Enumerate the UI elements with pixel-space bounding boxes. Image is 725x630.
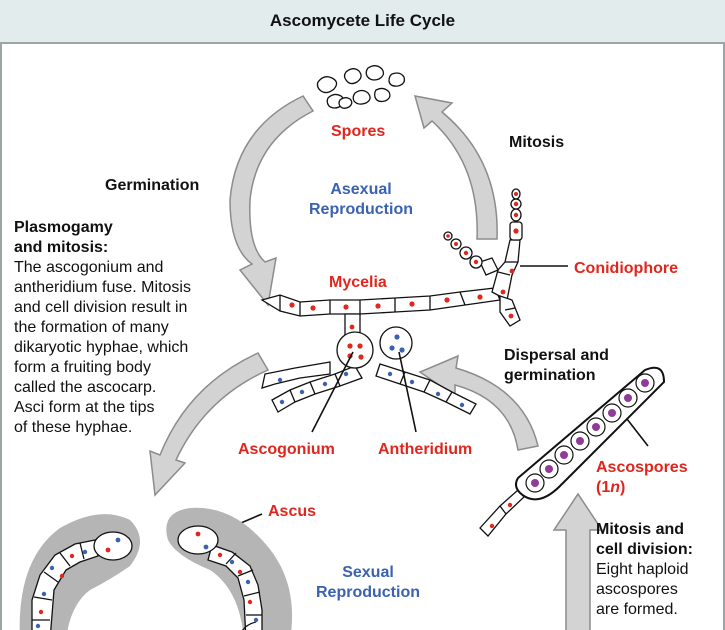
spores-label: Spores: [331, 123, 386, 140]
sexual-reproduction-label: Sexual Reproduction: [298, 563, 438, 603]
dispersal-label-line1: Dispersal and: [504, 347, 609, 364]
conidiophore-label: Conidiophore: [574, 260, 678, 277]
mitosis-division-heading-line1: Mitosis and: [596, 521, 685, 538]
plasmogamy-heading-line1: Plasmogamy: [14, 219, 113, 236]
asexual-reproduction-label: Asexual Reproduction: [296, 180, 426, 220]
germination-label: Germination: [105, 177, 200, 194]
ascogonium-label: Ascogonium: [238, 441, 335, 458]
sexual-label-line1: Sexual: [342, 564, 394, 581]
sexual-label-line2: Reproduction: [316, 584, 420, 601]
plasmogamy-line: dikaryotic hyphae, which: [14, 339, 189, 356]
mitosis-arrow: [413, 95, 498, 240]
antheridium-label: Antheridium: [378, 441, 473, 458]
dispersal-arrow: [418, 354, 539, 451]
diagram-title: Ascomycete Life Cycle: [269, 11, 456, 30]
ascus-label: Ascus: [268, 503, 317, 520]
mitosis-label: Mitosis: [509, 134, 565, 151]
ascospores-label: Ascospores (1n): [596, 458, 688, 498]
plasmogamy-line: and cell division result in: [14, 299, 188, 316]
plasmogamy-arrow: [149, 352, 270, 497]
mitosis-division-line: ascospores: [596, 581, 678, 598]
ascospores-label-line2: (1n): [596, 478, 688, 498]
mitosis-division-text-block: Mitosis and cell division: Eight haploid…: [596, 520, 693, 620]
spores-icon: [316, 65, 406, 109]
ascospores-ploidy-open: (1: [596, 479, 611, 496]
plasmogamy-line: of these hyphae.: [14, 419, 133, 436]
plasmogamy-line: the formation of many: [14, 319, 169, 336]
ascocarp: [19, 507, 293, 630]
plasmogamy-line: The ascogonium and: [14, 259, 164, 276]
asexual-label-line2: Reproduction: [309, 201, 413, 218]
header-bar: Ascomycete Life Cycle: [0, 0, 725, 44]
ascospores-ploidy-close: ): [620, 479, 626, 496]
mitosis-division-line: Eight haploid: [596, 561, 689, 578]
mycelia-nuclei: [277, 192, 519, 408]
mitosis-division-heading-line2: cell division:: [596, 541, 693, 558]
plasmogamy-line: antheridium fuse. Mitosis: [14, 279, 191, 296]
mitosis-division-arrow: [552, 492, 604, 630]
dispersal-germination-label: Dispersal and germination: [504, 346, 609, 386]
germination-arrow: [229, 95, 315, 307]
dispersal-label-line2: germination: [504, 367, 596, 384]
asexual-label-line1: Asexual: [330, 181, 392, 198]
plasmogamy-heading-line2: and mitosis:: [14, 239, 109, 256]
plasmogamy-line: called the ascocarp.: [14, 379, 157, 396]
plasmogamy-line: Asci form at the tips: [14, 399, 155, 416]
ascospores-label-line1: Ascospores: [596, 459, 688, 476]
plasmogamy-text-block: Plasmogamy and mitosis: The ascogonium a…: [14, 218, 191, 438]
ascus-with-ascospores: [479, 366, 666, 537]
ascospores-ploidy-n: n: [610, 479, 621, 496]
plasmogamy-line: form a fruiting body: [14, 359, 151, 376]
mitosis-division-line: are formed.: [596, 601, 678, 618]
mycelia-label: Mycelia: [329, 274, 387, 291]
